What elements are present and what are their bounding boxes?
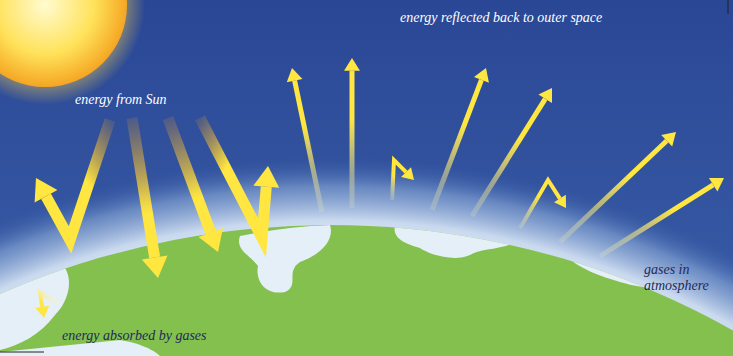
earth [0,225,733,356]
energy-arrow [520,180,560,228]
diagram-label: energy absorbed by gases [62,328,207,344]
energy-arrow [472,99,545,216]
diagram-label: energy from Sun [75,92,167,108]
arrow-head [35,306,49,318]
diagram-label: energy reflected back to outer space [400,10,602,26]
arrow-head [287,68,303,82]
energy-arrow [600,185,713,256]
arrow-head [709,178,724,192]
arrow-head [474,68,489,83]
arrow-head [661,132,676,147]
arrow-head [199,228,223,252]
arrow-head [554,195,566,208]
energy-arrow [40,292,60,307]
diagram-label: gases in atmosphere [644,262,728,294]
arrow-head [401,167,414,180]
arrow-head [253,166,279,188]
energy-arrow [392,160,406,200]
energy-arrow [295,81,322,212]
energy-arrow [350,71,355,208]
energy-arrow [432,80,481,210]
arrow-head [35,178,58,202]
arrow-head [344,58,360,71]
energy-arrow [132,118,155,257]
energy-arrow [46,120,110,240]
sun [0,0,127,87]
arrow-head [142,255,168,278]
arrow-head [538,88,552,103]
energy-arrow [200,118,266,238]
